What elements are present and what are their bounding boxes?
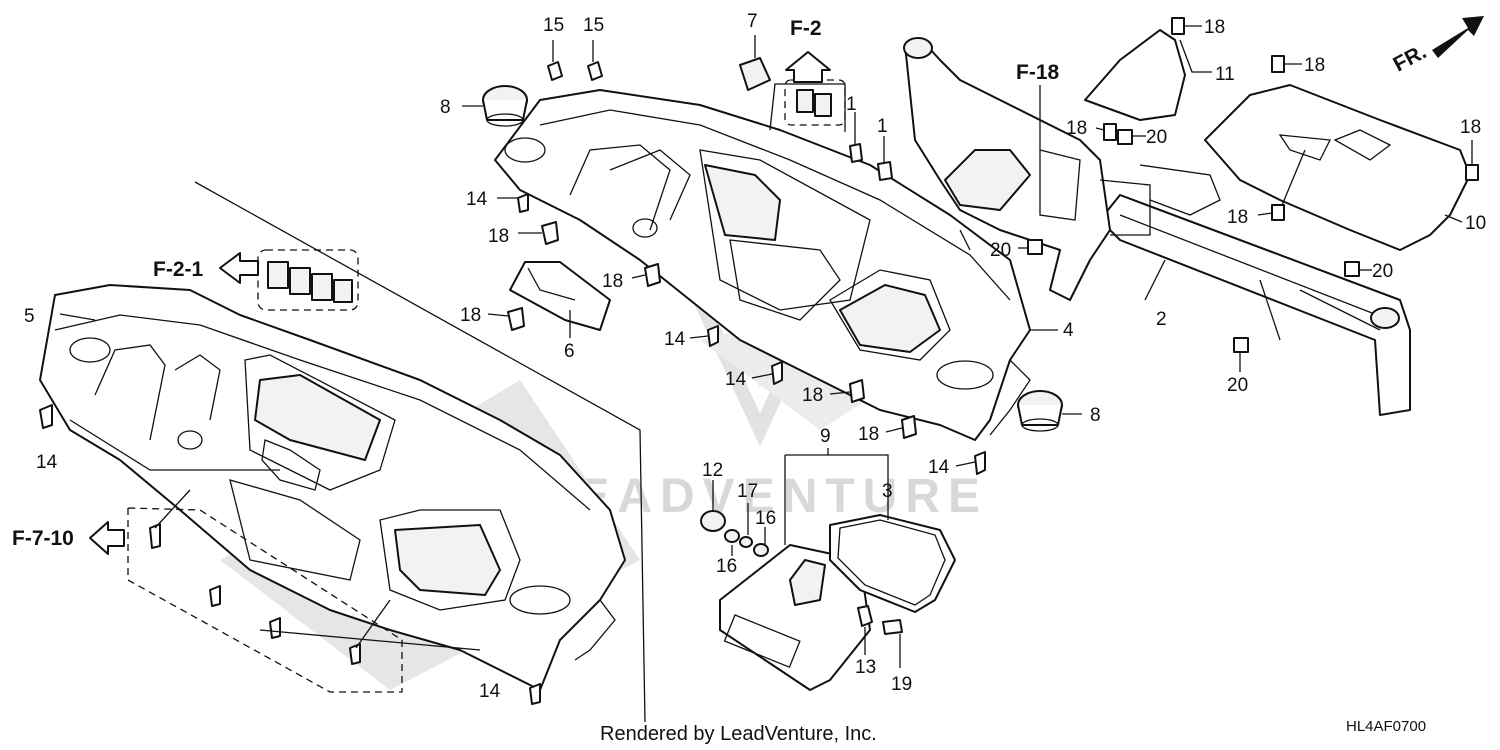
callout-18b: 18: [602, 271, 623, 292]
callout-15a: 15: [543, 15, 564, 36]
f2-1-switch-cluster: [257, 249, 359, 311]
callout-1a: 1: [846, 94, 857, 115]
callout-12: 12: [702, 460, 723, 481]
callout-14d: 14: [928, 457, 950, 478]
callout-5: 5: [24, 306, 35, 327]
callout-6: 6: [564, 341, 575, 362]
callout-14f: 14: [479, 681, 501, 702]
part-8-vent-left: [482, 85, 528, 127]
callout-14b: 14: [664, 329, 686, 350]
callout-20d: 20: [1227, 375, 1248, 396]
fasteners-upper: [507, 61, 986, 475]
watermark: LEADVENTURE: [540, 470, 988, 523]
part-11-insulator: [1084, 29, 1186, 121]
callout-13: 13: [855, 657, 876, 678]
part-6-panel: [509, 261, 611, 338]
part-8-vent-right: [1017, 390, 1063, 432]
glove-box-seal: [829, 514, 956, 613]
callout-18d: 18: [802, 385, 823, 406]
callout-20c: 20: [1372, 261, 1393, 282]
callout-18j: 18: [1227, 207, 1248, 228]
callout-16a: 16: [716, 556, 737, 577]
dashboard-assembly-upper: [494, 89, 1031, 441]
callout-14e: 14: [36, 452, 58, 473]
f2-arrow-icon: [785, 51, 831, 83]
callout-14a: 14: [466, 189, 488, 210]
callout-3: 3: [882, 481, 893, 502]
callout-18a: 18: [488, 226, 509, 247]
callout-8b: 8: [1090, 405, 1101, 426]
callout-18e: 18: [858, 424, 879, 445]
callout-18i: 18: [1460, 117, 1481, 138]
part-10-insulator: [1204, 84, 1471, 251]
dashboard-assembly-lower: [39, 284, 640, 691]
callout-18g: 18: [1304, 55, 1325, 76]
instrument-panel-frame: [903, 37, 1411, 416]
diagram-code: HL4AF0700: [1346, 718, 1426, 735]
callout-20a: 20: [1146, 127, 1167, 148]
callout-17: 17: [737, 481, 758, 502]
callout-8a: 8: [440, 97, 451, 118]
callout-10: 10: [1465, 213, 1486, 234]
f2-1-arrow-icon: [219, 252, 259, 284]
callout-18c: 18: [460, 305, 481, 326]
glove-box-lid: [719, 544, 871, 691]
callout-14c: 14: [725, 369, 747, 390]
callout-19: 19: [891, 674, 912, 695]
callout-9: 9: [820, 426, 831, 447]
part-7-shape: [739, 57, 771, 91]
callout-11: 11: [1215, 64, 1235, 85]
callout-20b: 20: [990, 240, 1011, 261]
rendered-by-credit: Rendered by LeadVenture, Inc.: [600, 723, 877, 745]
ref-f7-10: F-7-10: [12, 527, 74, 550]
front-direction-arrow-icon: [1432, 16, 1484, 58]
ref-f2: F-2: [790, 17, 822, 40]
callout-15b: 15: [583, 15, 604, 36]
callout-7: 7: [747, 11, 758, 32]
f7-10-fastener-group: [127, 489, 403, 693]
callout-2: 2: [1156, 309, 1167, 330]
fasteners-right: [1027, 17, 1479, 353]
f7-10-arrow-icon: [89, 521, 125, 555]
callout-4: 4: [1063, 320, 1074, 341]
callout-18f: 18: [1204, 17, 1225, 38]
front-direction-label: FR.: [1390, 40, 1431, 76]
glove-box-latch-parts: [700, 510, 903, 635]
callout-18h: 18: [1066, 118, 1087, 139]
callout-16b: 16: [755, 508, 776, 529]
ref-f18: F-18: [1016, 61, 1060, 84]
callout-1b: 1: [877, 116, 888, 137]
f2-switch-bracket: [769, 79, 846, 132]
ref-f2-1: F-2-1: [153, 258, 203, 281]
